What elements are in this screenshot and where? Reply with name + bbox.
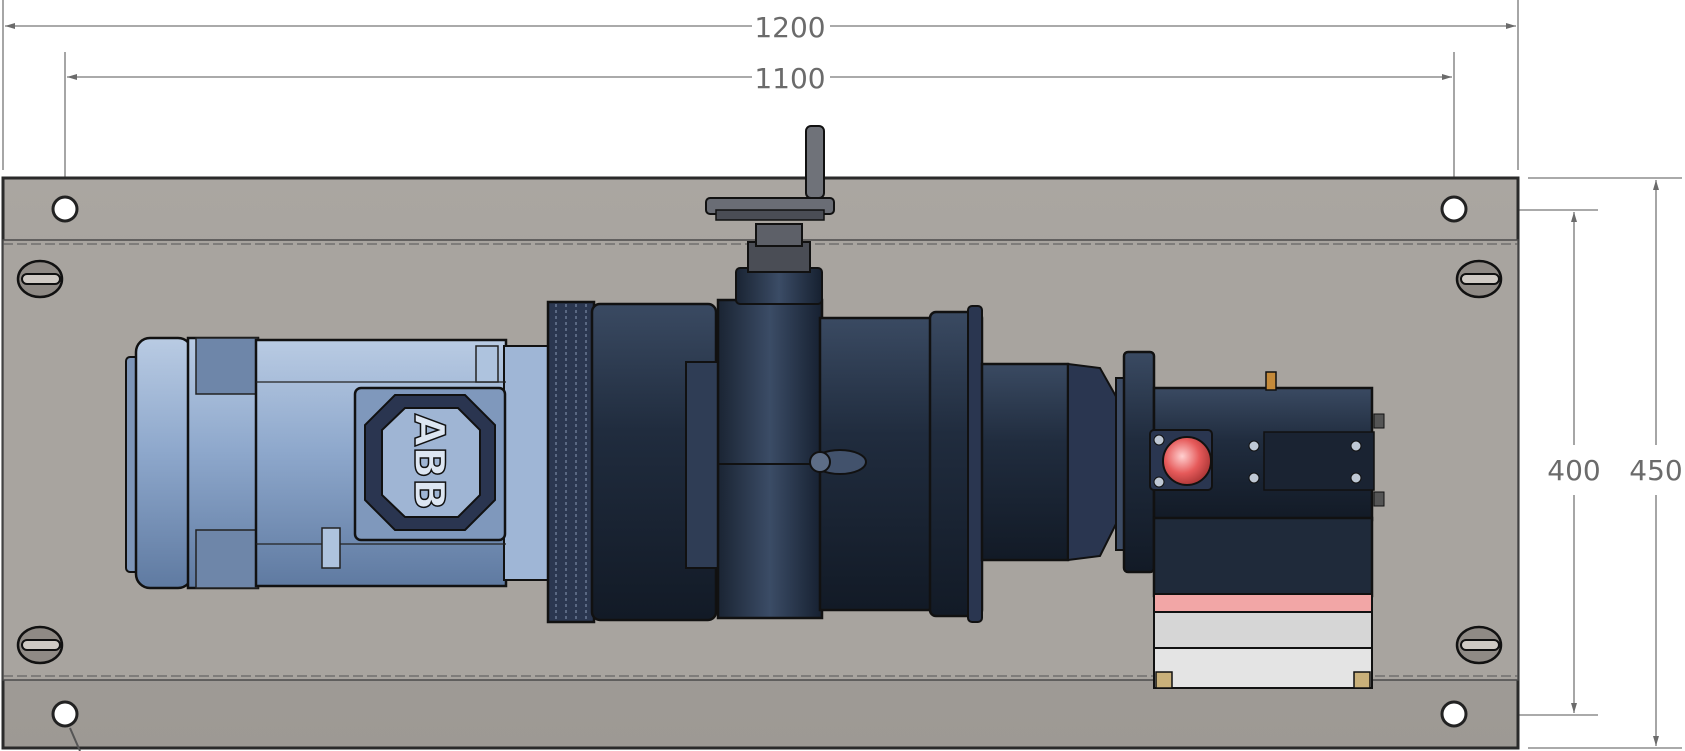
bearing-housing <box>980 350 1156 574</box>
handwheel-icon <box>705 125 835 305</box>
coupling-mesh <box>555 304 587 620</box>
lifting-lug-icon <box>1455 259 1503 299</box>
lifting-lug-icon <box>1455 625 1503 665</box>
electric-motor: ABB <box>125 336 551 590</box>
indicator-light-icon <box>1162 436 1212 486</box>
dimension-label-1100: 1100 <box>754 62 825 95</box>
dimension-label-450: 450 <box>1629 454 1682 487</box>
mounting-hole-top-right <box>1440 195 1468 223</box>
control-box <box>1149 371 1385 689</box>
lifting-lug-icon <box>16 259 64 299</box>
drain-valve-icon <box>809 449 867 475</box>
dimension-overall-width: 1200 <box>2 0 1519 170</box>
lifting-lugs <box>16 259 1503 665</box>
coupling-guard <box>546 300 596 624</box>
motor-terminal-box: ABB <box>353 386 507 542</box>
lifting-lug-icon <box>16 625 64 665</box>
dimension-label-1200: 1200 <box>754 11 825 44</box>
dimension-label-400: 400 <box>1547 454 1600 487</box>
mounting-holes <box>51 195 1468 751</box>
dimension-hole-spacing-width: 1100 <box>64 52 1455 196</box>
abb-logo: ABB <box>405 414 454 511</box>
dimension-overall-height: 450 <box>1528 177 1683 749</box>
mounting-hole-top-left <box>51 195 79 223</box>
pump-assembly <box>590 125 984 623</box>
mounting-hole-bottom-left <box>51 700 79 728</box>
mounting-hole-bottom-right <box>1440 700 1468 728</box>
